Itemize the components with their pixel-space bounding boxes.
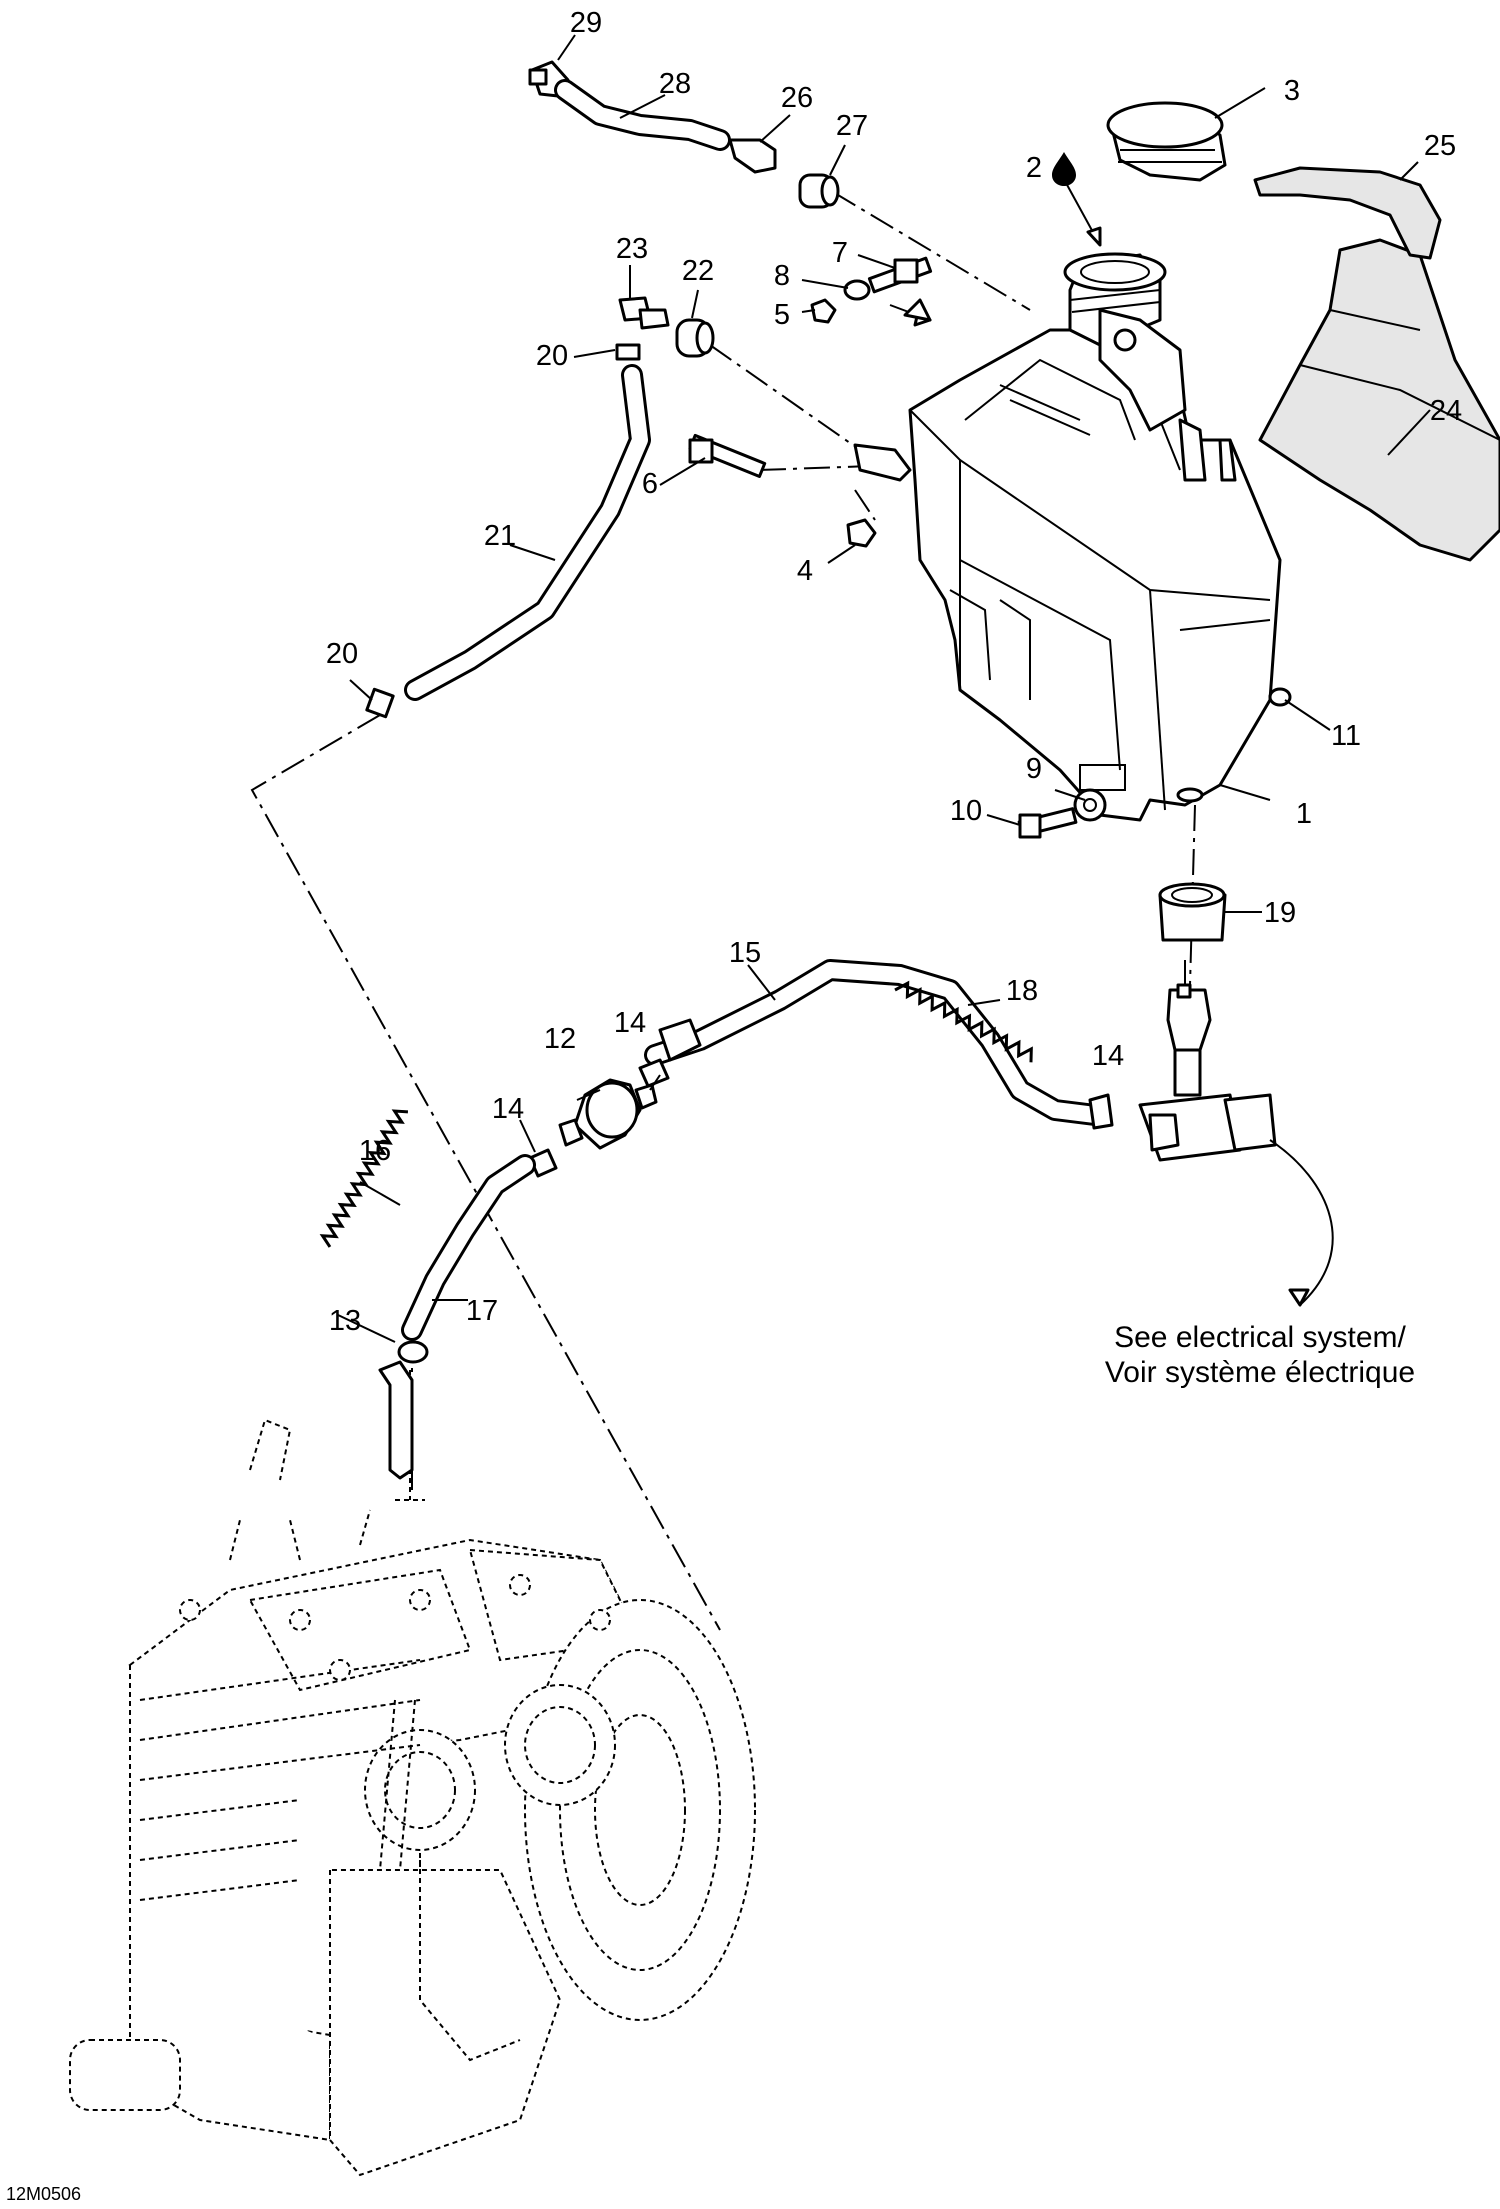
feed-hose — [644, 959, 1106, 1126]
callout-9: 9 — [1026, 753, 1042, 785]
callout-17: 17 — [466, 1295, 498, 1327]
vent-hose — [404, 364, 651, 701]
hardware — [365, 256, 1292, 839]
callout-20: 20 — [326, 638, 358, 670]
callout-28: 28 — [659, 68, 691, 100]
oil-drop-icon — [1052, 152, 1076, 186]
callout-24: 24 — [1430, 395, 1462, 427]
electrical-system-note-line-1: See electrical system/ — [1114, 1321, 1406, 1354]
callout-6: 6 — [642, 468, 658, 500]
callout-18: 18 — [1006, 975, 1038, 1007]
tank-cap — [1106, 101, 1227, 182]
protective-springs — [319, 980, 1033, 1248]
callout-5: 5 — [774, 299, 790, 331]
callout-26: 26 — [781, 82, 813, 114]
callout-7: 7 — [832, 237, 848, 269]
callout-labels: 1 2 3 4 5 6 7 8 9 10 11 12 13 14 14 14 1… — [326, 7, 1462, 1337]
top-guard — [1253, 166, 1442, 260]
callout-23: 23 — [616, 233, 648, 265]
heat-shield — [1258, 238, 1500, 562]
callout-14: 14 — [1092, 1040, 1124, 1072]
callout-1: 1 — [1296, 798, 1312, 830]
callout-27: 27 — [836, 110, 868, 142]
engine-hose — [378, 1154, 536, 1480]
callout-12: 12 — [544, 1023, 576, 1055]
hose-clamps — [528, 1058, 1114, 1178]
callout-10: 10 — [950, 795, 982, 827]
callout-19: 19 — [1264, 897, 1296, 929]
callout-25: 25 — [1424, 130, 1456, 162]
callout-29: 29 — [570, 7, 602, 39]
callout-16: 16 — [359, 1135, 391, 1167]
callout-14: 14 — [492, 1093, 524, 1125]
callout-3: 3 — [1284, 75, 1300, 107]
callout-20: 20 — [536, 340, 568, 372]
callout-13: 13 — [329, 1305, 361, 1337]
electrical-system-note-line-2: Voir système électrique — [1105, 1356, 1415, 1389]
electrical-pointer — [1269, 1139, 1334, 1307]
callout-14: 14 — [614, 1007, 646, 1039]
check-valve — [558, 1078, 658, 1150]
callout-4: 4 — [797, 555, 813, 587]
callout-2: 2 — [1026, 152, 1042, 184]
drawing-code: 12M0506 — [6, 2184, 81, 2204]
callout-21: 21 — [484, 520, 516, 552]
callout-11: 11 — [1331, 720, 1361, 752]
oil-sensor-fitting — [1138, 960, 1277, 1162]
callout-15: 15 — [729, 937, 761, 969]
callout-22: 22 — [682, 255, 714, 287]
oil-tank — [853, 252, 1282, 822]
callout-8: 8 — [774, 260, 790, 292]
outlet-grommet — [1158, 882, 1227, 942]
engine-reference-drawing — [69, 1370, 756, 2177]
leader-lines — [337, 34, 1431, 1343]
vent-line-top — [528, 60, 840, 209]
